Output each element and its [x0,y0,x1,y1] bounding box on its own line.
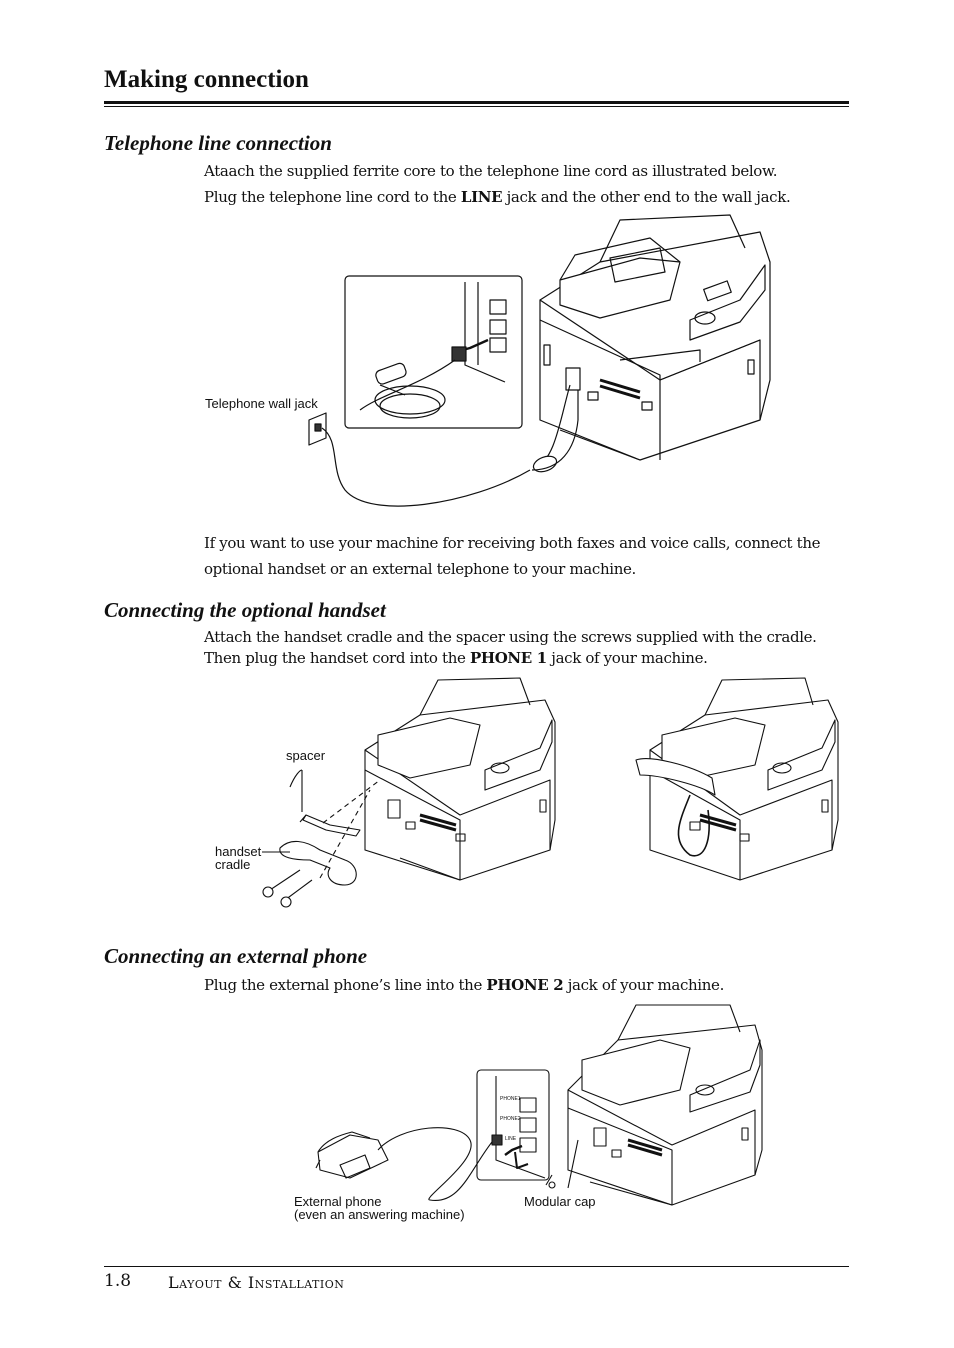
external-phone-paragraph: Plug the external phone’s line into the … [204,972,844,998]
phone2-jack-term: PHONE 2 [486,976,564,994]
external-phone-illustration [315,1127,579,1201]
footer-section-title: Layout & Installation [168,1273,345,1292]
follow-up-text-1: If you want to use your machine for rece… [204,534,821,552]
optional-handset-paragraph: Attach the handset cradle and the spacer… [204,627,844,669]
phone1-jack-term: PHONE 1 [469,649,547,667]
fax-machine-illustration [539,214,771,461]
page-number: 1.8 [104,1271,132,1291]
phone-jack-inset [476,1069,550,1181]
title-rule-thick [104,101,849,104]
title-rule-thin [104,106,849,107]
line-jack-term: LINE [460,188,503,206]
wall-jack-and-cable [308,384,579,507]
telephone-line-paragraph: Ataach the supplied ferrite core to the … [204,158,844,210]
section-heading-optional-handset: Connecting the optional handset [104,598,386,622]
line-jack-inset [344,275,523,429]
inset-jack-label-line: LINE [505,1136,517,1142]
optional-handset-text-2: Then plug the handset cord into the PHON… [204,649,708,667]
footer-rule [104,1266,849,1267]
handset-cradle-label: handset cradle [215,844,262,872]
spacer-and-cradle [262,769,381,908]
fax-machine-bottom [567,1004,763,1206]
telephone-line-follow-up: If you want to use your machine for rece… [204,530,844,582]
spacer-label: spacer [286,748,326,763]
inset-jack-label-phone1: PHONE1 [500,1096,521,1102]
inset-jack-label-phone2: PHONE2 [500,1116,521,1122]
follow-up-text-2: optional handset or an external telephon… [204,560,636,578]
wall-jack-label: Telephone wall jack [205,396,318,411]
telephone-line-text-2: Plug the telephone line cord to the LINE… [204,188,791,206]
telephone-line-text-1: Ataach the supplied ferrite core to the … [204,162,778,180]
fax-machine-right [635,677,839,881]
external-phone-text-1: Plug the external phone’s line into the … [204,976,725,994]
optional-handset-text-1: Attach the handset cradle and the spacer… [204,628,817,646]
fax-machine-left [364,677,556,881]
page-title: Making connection [104,66,309,93]
external-phone-label: External phone (even an answering machin… [294,1194,465,1222]
section-heading-external-phone: Connecting an external phone [104,944,368,968]
modular-cap-label: Modular cap [524,1194,596,1209]
section-heading-telephone-line: Telephone line connection [104,131,332,155]
